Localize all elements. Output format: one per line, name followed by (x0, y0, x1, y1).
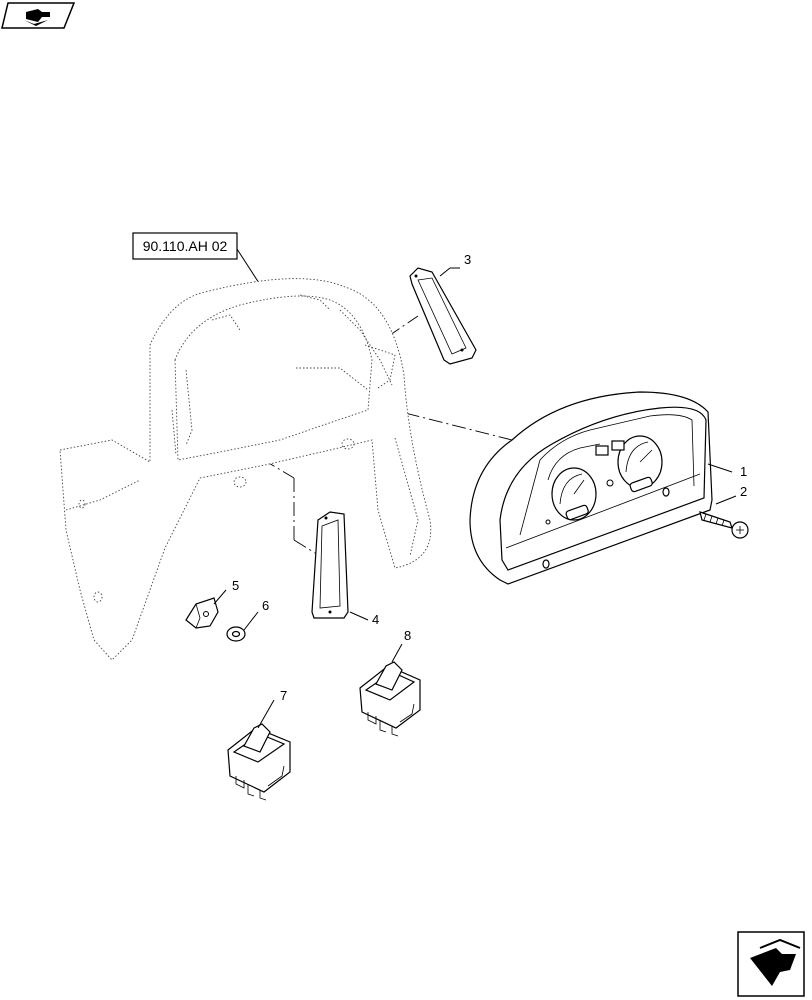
callout-5: 5 (232, 578, 239, 593)
dashboard-cowl (59, 278, 432, 661)
arrow-icon (750, 938, 801, 986)
screw (699, 511, 749, 539)
callout-4: 4 (372, 612, 379, 627)
trim-strip-left (311, 511, 349, 619)
reference-label: 90.110.AH 02 (143, 238, 228, 254)
callout-leaders (213, 267, 737, 729)
arrow-icon (24, 9, 50, 26)
bottom-right-nav-icon[interactable] (737, 931, 805, 997)
instrument-cluster (469, 391, 713, 585)
top-left-nav-icon[interactable] (1, 2, 76, 29)
trim-strip-right (409, 267, 477, 365)
washer (226, 626, 246, 642)
rocker-switch-lower (227, 723, 291, 801)
right-gauge (617, 435, 663, 489)
bracket-clip (185, 597, 219, 629)
callout-8: 8 (404, 628, 411, 643)
callout-2: 2 (740, 484, 747, 499)
callout-6: 6 (262, 598, 269, 613)
callout-3: 3 (464, 252, 471, 267)
callout-1: 1 (740, 464, 747, 479)
rocker-switch-upper (359, 661, 421, 737)
callout-labels: 1 2 3 4 5 6 7 8 (232, 252, 747, 703)
reference-box[interactable]: 90.110.AH 02 (132, 232, 260, 284)
callout-7: 7 (280, 688, 287, 703)
